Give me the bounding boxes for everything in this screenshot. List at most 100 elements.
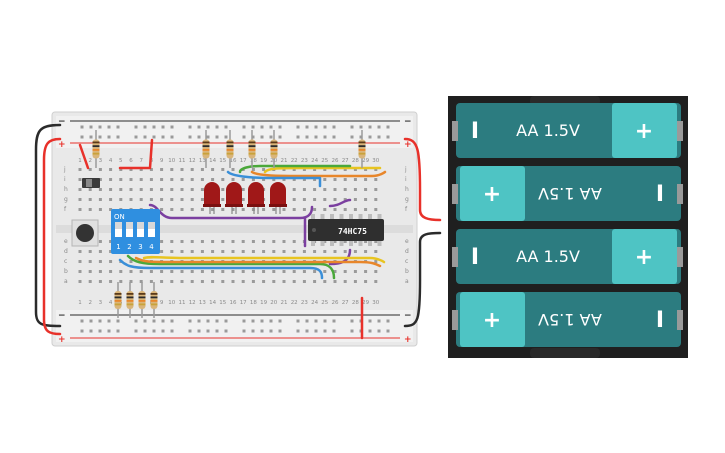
wire-red-top-2[interactable] bbox=[118, 138, 154, 170]
column-number-top: 28 bbox=[352, 158, 359, 164]
column-number-bottom: 28 bbox=[352, 300, 359, 306]
wire-purple-3[interactable] bbox=[328, 198, 352, 208]
column-number-top: 6 bbox=[129, 158, 133, 164]
rail-plus-label-tr: + bbox=[404, 140, 412, 150]
wire-red-top-1[interactable] bbox=[78, 143, 90, 170]
breadboard[interactable]: 1122334455667788991010111112121313141415… bbox=[51, 111, 418, 347]
pushbutton[interactable] bbox=[71, 219, 99, 247]
column-number-bottom: 4 bbox=[109, 300, 113, 306]
battery-sign-right: I bbox=[656, 182, 664, 207]
column-number-bottom: 12 bbox=[189, 300, 196, 306]
chip-74hc75[interactable]: 74HC75 bbox=[308, 214, 384, 246]
column-number-bottom: 18 bbox=[250, 300, 257, 306]
wire-orange-bottom[interactable] bbox=[134, 256, 382, 268]
resistor[interactable] bbox=[202, 130, 210, 168]
battery-cell[interactable]: +IAA 1.5V bbox=[452, 166, 683, 221]
row-letter-bottom-right: b bbox=[405, 268, 409, 275]
column-number-top: 9 bbox=[160, 158, 164, 164]
battery-cell[interactable]: I+AA 1.5V bbox=[452, 103, 683, 158]
wire-green-top[interactable] bbox=[238, 164, 352, 174]
wire-black-left[interactable] bbox=[34, 123, 62, 328]
wire-black-battery[interactable] bbox=[403, 231, 442, 328]
row-letter-bottom-right: c bbox=[405, 258, 408, 265]
column-number-top: 2 bbox=[88, 158, 92, 164]
column-number-top: 25 bbox=[321, 158, 328, 164]
column-number-bottom: 23 bbox=[301, 300, 308, 306]
row-letter-top-left: g bbox=[64, 196, 68, 203]
row-letter-top-right: f bbox=[405, 206, 408, 213]
dip-position-label: 4 bbox=[149, 243, 154, 251]
row-letter-bottom-left: b bbox=[64, 268, 68, 275]
column-number-bottom: 24 bbox=[311, 300, 318, 306]
dip-key[interactable] bbox=[148, 222, 155, 237]
column-number-bottom: 19 bbox=[260, 300, 267, 306]
resistor[interactable] bbox=[150, 282, 158, 318]
column-number-bottom: 2 bbox=[88, 300, 92, 306]
wire-red-left[interactable] bbox=[42, 137, 62, 336]
row-letter-bottom-right: d bbox=[405, 248, 409, 255]
dip-on-label: ON bbox=[114, 213, 125, 221]
battery-cell[interactable]: I+AA 1.5V bbox=[452, 229, 683, 284]
column-number-bottom: 13 bbox=[199, 300, 206, 306]
led[interactable] bbox=[225, 182, 243, 214]
resistor[interactable] bbox=[114, 282, 122, 318]
row-letter-top-right: g bbox=[405, 196, 409, 203]
wires bbox=[34, 123, 442, 340]
resistor[interactable] bbox=[126, 282, 134, 318]
battery-sign-left: I bbox=[471, 119, 479, 144]
resistor[interactable] bbox=[358, 130, 366, 168]
led[interactable] bbox=[247, 182, 265, 214]
led[interactable] bbox=[203, 182, 221, 214]
dip-key[interactable] bbox=[115, 222, 122, 237]
battery-cell[interactable]: +IAA 1.5V bbox=[452, 292, 683, 347]
column-number-top: 27 bbox=[342, 158, 349, 164]
wire-purple-1[interactable] bbox=[148, 203, 314, 220]
battery-cells: I+AA 1.5V+IAA 1.5VI+AA 1.5V+IAA 1.5V bbox=[452, 103, 683, 347]
column-number-top: 24 bbox=[311, 158, 318, 164]
column-number-top: 16 bbox=[230, 158, 237, 164]
battery-sign-right: + bbox=[635, 245, 653, 270]
wire-orange-top[interactable] bbox=[250, 170, 387, 178]
slide-switch[interactable] bbox=[82, 178, 100, 188]
row-letter-bottom-left: e bbox=[64, 238, 68, 245]
rail-plus-label-tl: + bbox=[58, 140, 66, 150]
row-letter-bottom-right: a bbox=[405, 278, 409, 285]
rail-minus-label-br: − bbox=[404, 311, 412, 321]
wire-blue-top[interactable] bbox=[226, 170, 322, 188]
chip-label: 74HC75 bbox=[338, 227, 367, 236]
battery-sign-left: + bbox=[483, 308, 501, 333]
column-number-top: 23 bbox=[301, 158, 308, 164]
battery-label: AA 1.5V bbox=[516, 247, 580, 266]
resistor[interactable] bbox=[270, 130, 278, 168]
column-number-top: 21 bbox=[281, 158, 288, 164]
battery-sign-right: + bbox=[635, 119, 653, 144]
wire-green-bottom[interactable] bbox=[126, 254, 336, 280]
column-number-top: 5 bbox=[119, 158, 123, 164]
dip-key[interactable] bbox=[126, 222, 133, 237]
column-number-bottom: 1 bbox=[78, 300, 82, 306]
dip-key-knob bbox=[148, 222, 155, 229]
column-number-bottom: 14 bbox=[209, 300, 216, 306]
rail-plus-label-bl: + bbox=[58, 335, 66, 345]
resistor[interactable] bbox=[248, 130, 256, 168]
led[interactable] bbox=[269, 182, 287, 214]
wire-blue-bottom[interactable] bbox=[118, 258, 324, 280]
wire-yellow-bottom[interactable] bbox=[142, 255, 386, 264]
row-letter-bottom-left: a bbox=[64, 278, 68, 285]
battery-pack[interactable]: I+AA 1.5V+IAA 1.5VI+AA 1.5V+IAA 1.5V bbox=[448, 96, 688, 358]
column-number-bottom: 10 bbox=[168, 300, 175, 306]
column-number-top: 3 bbox=[99, 158, 103, 164]
wire-red-battery[interactable] bbox=[403, 137, 442, 222]
column-number-top: 10 bbox=[168, 158, 175, 164]
column-number-bottom: 3 bbox=[99, 300, 103, 306]
dip-key[interactable] bbox=[137, 222, 144, 237]
column-number-top: 12 bbox=[189, 158, 196, 164]
resistor[interactable] bbox=[138, 282, 146, 318]
resistor[interactable] bbox=[92, 130, 100, 168]
resistor[interactable] bbox=[226, 130, 234, 168]
column-number-top: 7 bbox=[139, 158, 143, 164]
wire-yellow-top[interactable] bbox=[263, 166, 382, 174]
leds bbox=[203, 182, 287, 214]
